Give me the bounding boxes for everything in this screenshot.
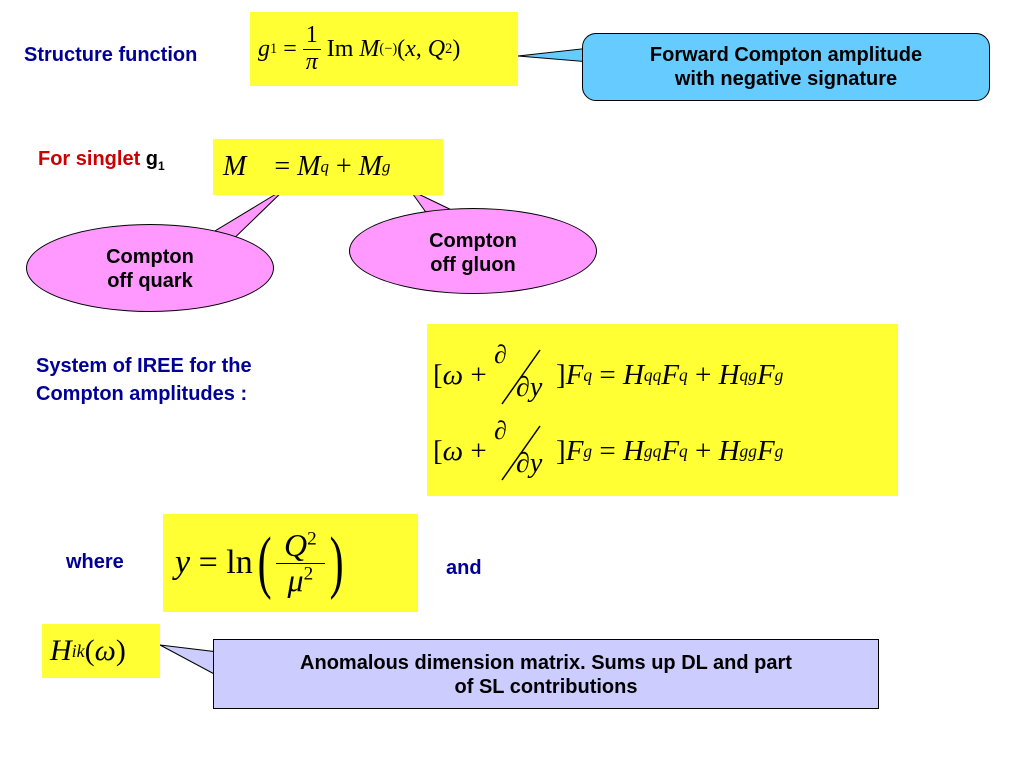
compton-off-gluon-callout: Compton off gluon [349, 208, 597, 294]
system-label-line1: System of IREE for the [36, 355, 252, 377]
and-label: and [446, 557, 482, 579]
anomalous-callout-line2: of SL contributions [454, 676, 638, 698]
where-label: where [66, 551, 124, 573]
forward-callout-line2: with negative signature [674, 68, 898, 90]
quark-callout-line1: Compton [106, 246, 194, 268]
gluon-callout-line2: off gluon [430, 254, 516, 276]
system-label-line2: Compton amplitudes : [36, 383, 248, 405]
quark-callout-line2: off quark [107, 270, 193, 292]
anomalous-dimension-callout: Anomalous dimension matrix. Sums up DL a… [213, 639, 879, 709]
compton-off-quark-callout: Compton off quark [26, 224, 274, 312]
anomalous-callout-line1: Anomalous dimension matrix. Sums up DL a… [300, 652, 792, 674]
forward-compton-callout: Forward Compton amplitude with negative … [582, 33, 990, 101]
g1-symbol: g1 [145, 148, 165, 173]
forward-callout-line1: Forward Compton amplitude [649, 44, 923, 66]
for-singlet-text: For singlet [38, 148, 141, 170]
gluon-callout-line1: Compton [429, 230, 517, 252]
system-iree-label: System of IREE for the Compton amplitude… [36, 352, 252, 408]
forward-callout-tail [517, 47, 591, 63]
anomalous-callout-tail [159, 644, 219, 677]
for-singlet-label: For singlet g1 [38, 148, 165, 173]
structure-function-label: Structure function [24, 44, 198, 66]
